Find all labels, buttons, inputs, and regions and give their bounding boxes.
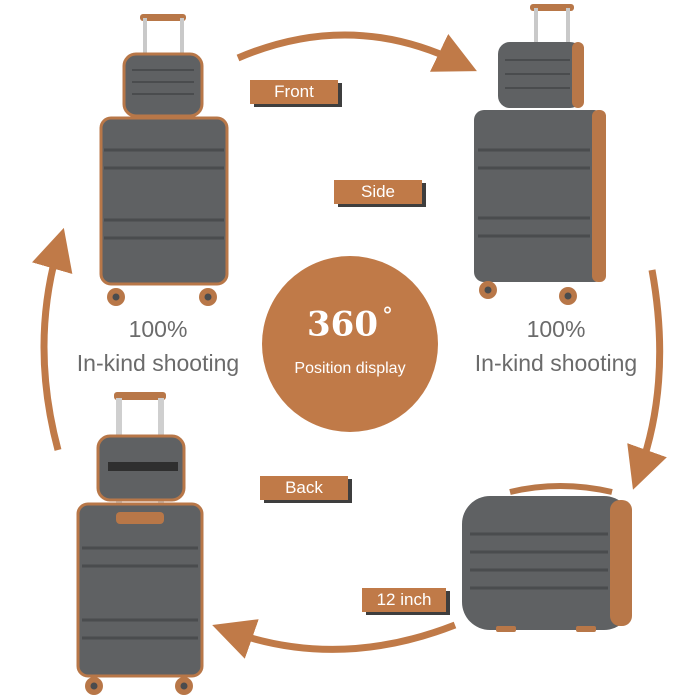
badge-number-value: 360 (307, 304, 378, 345)
right-caption-percent: 100% (526, 316, 586, 342)
arrow-bottom-icon (212, 619, 457, 659)
rotation-badge: 360° Position display (262, 256, 438, 432)
arrow-top-icon (236, 31, 477, 72)
side-label: Side (334, 180, 422, 204)
badge-subtitle: Position display (294, 360, 406, 377)
back-luggage-set (76, 392, 204, 695)
left-caption-percent: 100% (128, 316, 188, 342)
right-caption: 100% In-kind shooting (446, 312, 666, 380)
arrow-right-icon (627, 269, 667, 490)
size-label: 12 inch (362, 588, 446, 612)
back-label: Back (260, 476, 348, 500)
left-caption: 100% In-kind shooting (48, 312, 268, 380)
arrow-left-icon (32, 227, 73, 451)
front-luggage-set (99, 14, 229, 306)
right-caption-text: In-kind shooting (474, 350, 638, 376)
degree-symbol: ° (381, 304, 393, 329)
vanity-case (462, 483, 632, 632)
left-caption-text: In-kind shooting (76, 350, 240, 376)
badge-number: 360° (262, 304, 438, 344)
front-label: Front (250, 80, 338, 104)
side-luggage-set (474, 4, 606, 305)
